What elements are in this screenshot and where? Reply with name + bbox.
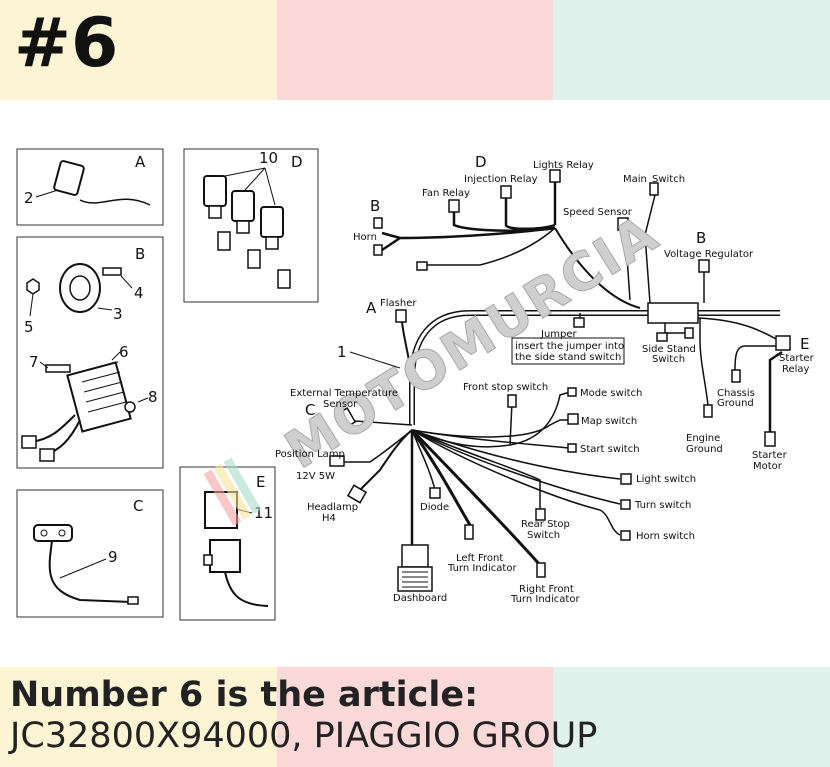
label-flasher: Flasher [380,298,417,309]
label-starter-motor-1: Starter [752,450,788,461]
label-left-front-1: Left Front [456,553,503,564]
label-start-switch: Start switch [580,444,640,455]
header-band-mint [553,0,830,100]
label-voltage-regulator: Voltage Regulator [664,249,754,260]
label-injection-relay: Injection Relay [464,174,538,185]
label-jumper-note-2: the side stand switch [515,352,621,363]
letter-b-regulator: B [696,229,706,247]
label-horn-switch: Horn switch [636,531,695,542]
label-right-front-2: Turn Indicator [510,594,580,605]
label-starter-motor-2: Motor [753,461,783,472]
panel-e-letter: E [256,473,265,491]
label-chassis-ground-1: Chassis [717,388,755,399]
panel-a: A 2 [16,148,164,226]
panel-b-callout-8: 8 [148,388,158,406]
label-turn-switch: Turn switch [634,500,691,511]
footer-band-mint [553,667,830,767]
label-side-stand-1: Side Stand [642,344,696,355]
label-fan-relay: Fan Relay [422,188,470,199]
label-jumper: Jumper [540,329,578,340]
label-mode-switch: Mode switch [580,388,642,399]
footer-band-yellow [0,667,277,767]
label-position-lamp-1: Position Lamp [275,449,345,460]
label-dashboard: Dashboard [393,593,447,604]
label-rear-stop-1: Rear Stop [521,519,570,530]
label-main-switch-1: Main [623,174,647,185]
panel-b-callout-6: 6 [119,343,129,361]
label-map-switch: Map switch [581,416,637,427]
label-right-front-1: Right Front [519,584,574,595]
panel-b-letter: B [135,245,145,263]
panel-c-callout-9: 9 [108,548,118,566]
label-engine-ground-1: Engine [686,433,720,444]
label-horn: Horn [353,232,377,243]
panel-a-callout-2: 2 [24,189,34,207]
panel-b-callout-4: 4 [134,284,144,302]
panel-a-letter: A [135,153,146,171]
letter-b-horn: B [370,197,380,215]
panel-c-letter: C [133,497,143,515]
label-jumper-note-1: insert the jumper into [515,341,624,352]
letter-e: E [800,335,809,353]
panel-b-callout-3: 3 [113,305,123,323]
label-side-stand-2: Switch [652,354,685,365]
panel-d: D 10 [183,148,319,303]
label-left-front-2: Turn Indicator [447,563,517,574]
label-main-switch-2: Switch [652,174,685,185]
label-front-stop: Front stop switch [463,382,548,393]
header-band-yellow [0,0,277,100]
harness-callout-1: 1 [337,343,347,361]
panel-c: C 9 [16,489,164,618]
main-harness [339,180,783,566]
article-code: JC32800X94000, PIAGGIO GROUP [10,716,598,756]
label-ext-temp-2: Sensor [323,399,358,410]
article-caption: Number 6 is the article: [10,675,479,715]
label-headlamp-2: H4 [322,513,336,524]
letter-d: D [475,153,487,171]
panel-d-callout-10: 10 [259,149,278,167]
item-number-title: #6 [14,4,119,83]
header-band-pink [277,0,553,100]
footer-band-pink [277,667,553,767]
panel-b-callout-7: 7 [29,353,39,371]
label-starter-relay-2: Relay [782,364,810,375]
panel-d-letter: D [291,153,303,171]
label-speed-sensor: Speed Sensor [563,207,633,218]
panel-b: B 3 4 5 7 6 8 [16,236,164,469]
label-rear-stop-2: Switch [527,530,560,541]
label-starter-relay-1: Starter [779,353,815,364]
label-diode: Diode [420,502,449,513]
component-labels: Lights Relay Injection Relay Fan Relay M… [275,160,815,605]
label-engine-ground-2: Ground [686,444,723,455]
label-light-switch: Light switch [636,474,696,485]
letter-a: A [366,299,377,317]
label-headlamp-1: Headlamp [307,502,358,513]
label-position-lamp-2: 12V 5W [296,471,335,482]
label-ext-temp-1: External Temperature [290,388,398,399]
label-lights-relay: Lights Relay [533,160,594,171]
letter-c: C [305,401,315,419]
label-chassis-ground-2: Ground [717,398,754,409]
panel-b-callout-5: 5 [24,318,34,336]
